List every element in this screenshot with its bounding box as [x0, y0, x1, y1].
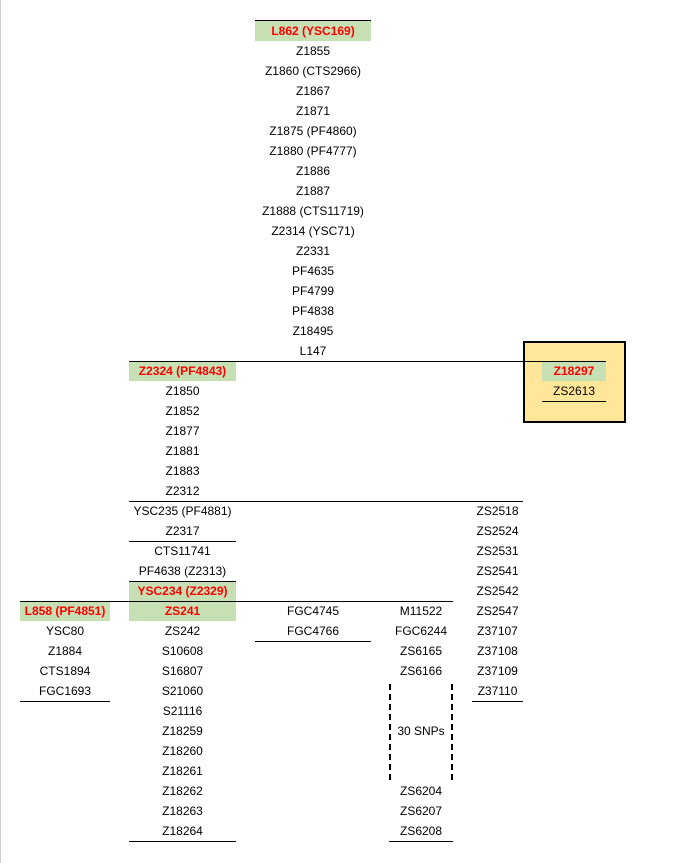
snp-label-cts11741: PF4638 (Z2313) [138, 564, 227, 578]
snp-label-z2324: Z1877 [165, 424, 200, 438]
snp-label-m11522: M11522 [399, 604, 443, 618]
branch-line [129, 361, 606, 362]
snp-label-z18297: ZS2613 [552, 384, 596, 398]
snp-label-zs6204: ZS6208 [399, 824, 443, 838]
snp-label-l858: YSC80 [45, 624, 85, 638]
snp-label-zs6204: ZS6204 [399, 784, 443, 798]
snp-label-m11522: FGC6244 [394, 624, 448, 638]
snp-label-z2324: Z1883 [165, 464, 200, 478]
snp-label-top: PF4838 [291, 304, 335, 318]
clade-node-l858: L858 (PF4851) [20, 601, 110, 621]
snp-label-l858: FGC1693 [38, 684, 92, 698]
snp-label-zs241: Z18264 [162, 824, 203, 838]
snp-label-ysc235: YSC235 (PF4881) [133, 504, 232, 518]
snp-label-top: Z1875 (PF4860) [269, 124, 357, 138]
snp-label-zs241: Z18263 [162, 804, 203, 818]
snp-label-z2324: Z1881 [165, 444, 200, 458]
snp-label-l858: Z1884 [47, 644, 83, 658]
snp-label-top: Z1886 [295, 164, 331, 178]
snp-label-fgc4745: FGC4745 [286, 604, 340, 618]
snp-label-zs2518: ZS2531 [476, 544, 519, 558]
snp-label-top: Z1867 [295, 84, 331, 98]
branch-line [542, 401, 606, 402]
snp-label-zs241: ZS242 [164, 624, 201, 638]
snp-label-zs2518: ZS2547 [476, 604, 519, 618]
branch-line [129, 501, 523, 502]
dashed-bracket-right [451, 684, 453, 780]
clade-node-z18297: Z18297 [542, 361, 606, 381]
branch-line [255, 641, 371, 642]
snp-label-top: Z2314 (YSC71) [271, 224, 355, 238]
snp-label-cts11741: CTS11741 [154, 544, 211, 558]
snp-label-zs2518: Z37107 [477, 624, 518, 638]
snp-label-zs2518: ZS2518 [476, 504, 519, 518]
branch-line [129, 841, 236, 842]
snp-label-top: PF4799 [291, 284, 335, 298]
snp-label-top: Z1871 [295, 104, 331, 118]
snp-label-zs6204: ZS6207 [399, 804, 443, 818]
snp-label-top: Z1887 [295, 184, 331, 198]
clade-node-zs241: ZS241 [129, 601, 236, 621]
snp-label-top: Z1855 [295, 44, 331, 58]
snp-label-z2324: Z1850 [165, 384, 200, 398]
branch-line [129, 541, 236, 542]
branch-line [389, 841, 453, 842]
snp-label-zs241: Z18259 [162, 724, 203, 738]
snp-label-top: Z1888 (CTS11719) [262, 204, 364, 218]
snp-label-zs241: S10608 [161, 644, 204, 658]
snp-label-zs241: S16807 [161, 664, 204, 678]
snp-label-top: Z18495 [292, 324, 334, 338]
clade-node-z2324: Z2324 (PF4843) [129, 361, 236, 381]
clade-node-top: L862 (YSC169) [255, 21, 371, 41]
snp-label-zs241: Z18262 [162, 784, 203, 798]
snp-label-fgc4745: FGC4766 [286, 624, 340, 638]
snp-label-z2324: Z2312 [165, 484, 200, 498]
snp-label-zs241: S21060 [161, 684, 204, 698]
snp-label-m11522: ZS6166 [399, 664, 443, 678]
snp-count-label: 30 SNPs [397, 724, 445, 738]
snp-label-zs2518: Z37108 [477, 644, 518, 658]
snp-label-zs241: S21116 [162, 704, 203, 718]
snp-label-zs2518: Z37110 [477, 684, 518, 698]
snp-label-top: L147 [299, 344, 327, 358]
snp-label-l858: CTS1894 [39, 664, 91, 678]
branch-line [20, 601, 453, 602]
branch-line [129, 581, 236, 582]
snp-label-zs2518: ZS2524 [476, 524, 519, 538]
snp-label-zs241: Z18260 [162, 744, 203, 758]
highlight-box-z18297 [523, 341, 626, 423]
snp-label-top: PF4635 [291, 264, 335, 278]
snp-label-top: Z1880 (PF4777) [269, 144, 357, 158]
snp-label-zs2518: ZS2542 [476, 584, 519, 598]
snp-label-zs241: Z18261 [162, 764, 203, 778]
snp-label-zs2518: ZS2541 [476, 564, 519, 578]
snp-label-top: Z1860 (CTS2966) [264, 64, 362, 78]
clade-node-ysc234: YSC234 (Z2329) [129, 581, 236, 601]
snp-label-m11522: ZS6165 [399, 644, 443, 658]
snp-label-z2324: Z1852 [165, 404, 200, 418]
snp-label-ysc235: Z2317 [165, 524, 200, 538]
branch-line [472, 701, 523, 702]
branch-line [20, 701, 110, 702]
dashed-bracket-left [389, 684, 391, 780]
snp-label-top: Z2331 [295, 244, 331, 258]
snp-label-zs2518: Z37109 [477, 664, 518, 678]
branch-line [255, 20, 371, 21]
